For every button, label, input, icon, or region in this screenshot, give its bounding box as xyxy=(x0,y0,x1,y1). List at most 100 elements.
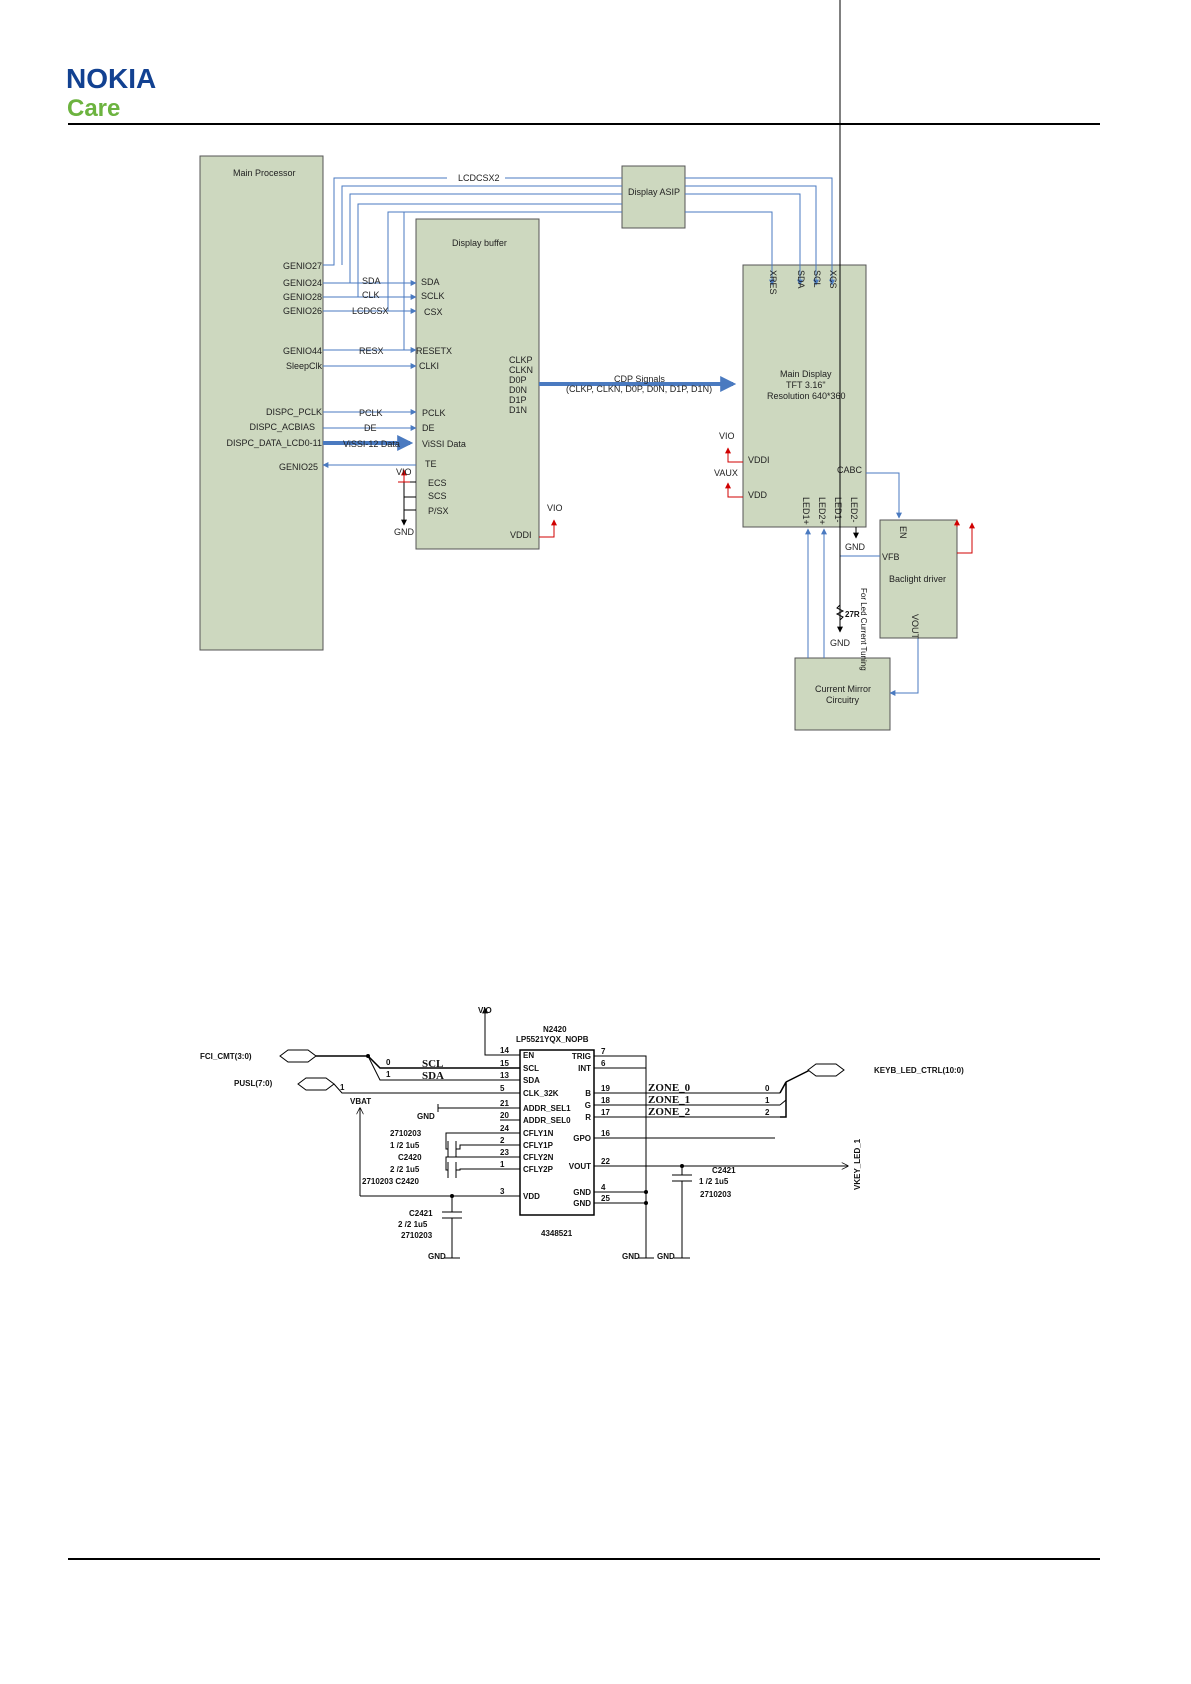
ic-left-pin-name: CFLY1N xyxy=(523,1129,554,1138)
buf-pin-sclk: SCLK xyxy=(421,291,445,301)
main-processor-block xyxy=(199,155,324,651)
cap-label-0: 2710203 xyxy=(390,1129,422,1138)
net-sda: SDA xyxy=(362,276,381,286)
ic-code: 4348521 xyxy=(541,1229,573,1238)
net-pclk: PCLK xyxy=(359,408,383,418)
main-display-title-2: TFT 3.16" xyxy=(786,380,826,390)
cap-bottom-1: 2 /2 1u5 xyxy=(398,1220,428,1229)
display-asip-title: Display ASIP xyxy=(628,187,680,197)
wire-cfly2n xyxy=(445,1156,520,1171)
ic-left-pin-number: 21 xyxy=(500,1099,509,1108)
port-keyb-label: KEYB_LED_CTRL(10:0) xyxy=(874,1066,964,1075)
vio-arrow-display xyxy=(725,447,743,463)
ic-left-pin-name: CFLY2N xyxy=(523,1153,554,1162)
net-vissi-12-data: ViSSI-12 Data xyxy=(343,439,400,449)
buf-out-clkn: CLKN xyxy=(509,365,533,375)
cap-right-0: C2421 xyxy=(712,1166,736,1175)
backlight-driver-block xyxy=(879,519,958,639)
net-scl: SCL xyxy=(422,1058,443,1070)
header-rule xyxy=(68,123,1100,125)
bl-pin-vout: VOUT xyxy=(910,614,920,640)
ic-left-pin-number: 2 xyxy=(500,1136,505,1145)
ic-right-pin-name: GPO xyxy=(573,1134,591,1143)
pin-genio28: GENIO28 xyxy=(283,292,322,302)
disp-pin-led1m: LED1- xyxy=(833,497,843,523)
port-pusl-label: PUSL(7:0) xyxy=(234,1079,273,1088)
bl-pin-en: EN xyxy=(898,526,908,539)
disp-pin-cabc: CABC xyxy=(837,465,863,475)
ic-left-pin-number: 23 xyxy=(500,1148,509,1157)
buf-pin-pclk: PCLK xyxy=(422,408,446,418)
vaux-arrow-display xyxy=(725,482,743,498)
port-fci-cmt xyxy=(279,1049,317,1063)
bus-bit-1: 1 xyxy=(386,1070,391,1079)
bus-bit-r1: 1 xyxy=(765,1096,770,1105)
wire-cfly2p xyxy=(456,1168,520,1171)
pin-genio44: GENIO44 xyxy=(283,346,322,356)
buf-pin-vddi: VDDI xyxy=(510,530,532,540)
ic-left-pin-number: 24 xyxy=(500,1124,509,1133)
ic-left-pin-name: SCL xyxy=(523,1064,539,1073)
ic-left-pin-number: 5 xyxy=(500,1084,505,1093)
wire-asip-in-4 xyxy=(357,203,622,297)
ic-right-pin-name: TRIG xyxy=(572,1052,591,1061)
wire-cfly1p xyxy=(456,1144,520,1150)
ic-left-pin-name: ADDR_SEL0 xyxy=(523,1116,571,1125)
ic-left-pin-name: CFLY2P xyxy=(523,1165,554,1174)
ic-left-pin-name: CLK_32K xyxy=(523,1089,559,1098)
net-lcdcsx2: LCDCSX2 xyxy=(458,173,500,183)
bus-bit-r0: 0 xyxy=(765,1084,770,1093)
buf-pin-vissi-data: ViSSI Data xyxy=(422,439,466,449)
net-zone2: ZONE_2 xyxy=(648,1106,691,1118)
ic-right-pin-number: 22 xyxy=(601,1157,610,1166)
ic-right-pin-number: 17 xyxy=(601,1108,610,1117)
cap-bottom-0: C2421 xyxy=(409,1209,433,1218)
disp-pin-led1p: LED1+ xyxy=(801,497,811,525)
gnd-right-1: GND xyxy=(622,1252,640,1261)
wire-asip-sda xyxy=(685,193,803,286)
ic-right-pin-name: G xyxy=(585,1101,591,1110)
nokia-care-logo: NOKIA Care xyxy=(66,63,206,127)
vio-label-buffer: VIO xyxy=(547,503,563,513)
wire-asip-in-2 xyxy=(341,185,622,265)
bus-fci-sda xyxy=(367,1055,520,1081)
supply-arrow-backlight-1 xyxy=(957,522,975,554)
disp-pin-scl: SCL xyxy=(812,270,822,288)
main-display-title-1: Main Display xyxy=(780,369,832,379)
display-asip-block xyxy=(621,165,686,229)
buf-pin-resetx: RESETX xyxy=(416,346,452,356)
net-clk: CLK xyxy=(362,290,380,300)
ic-right-pin-name: INT xyxy=(578,1064,591,1073)
display-block-diagram: Main Processor Display ASIP Display buff… xyxy=(199,0,975,731)
ic-right-pin-name: GND xyxy=(573,1188,591,1197)
disp-pin-sda: SDA xyxy=(796,270,806,289)
wire-cfly1n xyxy=(445,1132,520,1150)
ic-n2420 xyxy=(519,1049,595,1216)
buf-pin-sda: SDA xyxy=(421,277,440,287)
ic-refdes: N2420 xyxy=(543,1025,567,1034)
bus-bit-r2: 2 xyxy=(765,1108,770,1117)
vio-label-ecs: VIO xyxy=(396,467,412,477)
port-keyb-led-ctrl xyxy=(807,1063,845,1077)
disp-pin-xres: XRES xyxy=(768,270,778,295)
pin-genio25: GENIO25 xyxy=(279,462,318,472)
ic-right-pin-number: 16 xyxy=(601,1129,610,1138)
footer-rule xyxy=(68,1558,1100,1560)
vio-label-top: VIO xyxy=(478,1006,492,1015)
port-vkey-label: VKEY_LED_1 xyxy=(853,1138,862,1190)
buf-pin-clki: CLKI xyxy=(419,361,439,371)
net-lcdcsx: LCDCSX xyxy=(352,306,389,316)
net-de: DE xyxy=(364,423,377,433)
bus-bit-0: 0 xyxy=(386,1058,391,1067)
wire-vout-mirror xyxy=(889,638,919,696)
main-display-block xyxy=(742,264,867,528)
wire-psx xyxy=(403,497,416,511)
ic-right-pin-number: 25 xyxy=(601,1194,610,1203)
current-mirror-title-1: Current Mirror xyxy=(815,684,871,694)
main-display-title-3: Resolution 640*360 xyxy=(767,391,846,401)
cap-label-3: 2 /2 1u5 xyxy=(390,1165,420,1174)
vio-arrow-buffer-vddi xyxy=(539,519,557,538)
ic-left-pin-name: SDA xyxy=(523,1076,540,1085)
vbat-label: VBAT xyxy=(350,1097,371,1106)
backlight-driver-title: Baclight driver xyxy=(889,574,946,584)
